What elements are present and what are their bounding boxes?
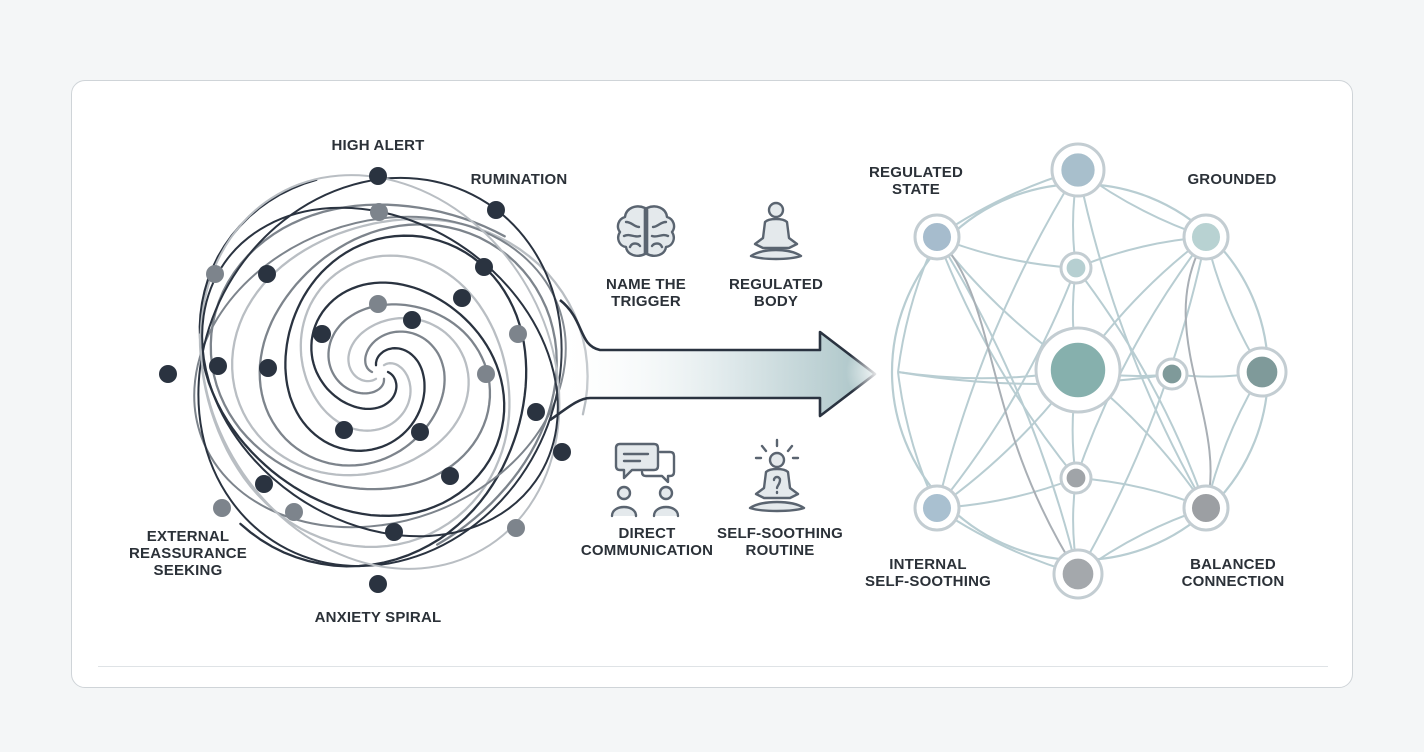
spiral-strand xyxy=(209,203,506,491)
network-edge xyxy=(1184,236,1212,509)
node-balanced-connection xyxy=(1190,492,1222,524)
spiral-node xyxy=(370,203,388,221)
spiral-loop xyxy=(201,206,559,538)
spiral-strand xyxy=(198,254,511,549)
label-regulated-body: REGULATED BODY xyxy=(728,276,824,310)
spiral-strand xyxy=(198,178,506,517)
label-high-alert: HIGH ALERT xyxy=(331,137,425,154)
spiral-node xyxy=(206,265,224,283)
node-right xyxy=(1245,355,1279,389)
network-edge xyxy=(897,371,1173,385)
node-grounded xyxy=(1190,221,1222,253)
label-name-the-trigger: NAME THE TRIGGER xyxy=(606,276,686,310)
label-internal-self-soothing: INTERNAL SELF-SOOTHING xyxy=(865,556,991,590)
spiral-node xyxy=(335,421,353,439)
network-edge xyxy=(1077,169,1207,509)
brain-icon xyxy=(616,205,676,257)
node-inner-right xyxy=(1161,363,1183,385)
spiral-loop xyxy=(197,176,563,568)
spiral-node xyxy=(527,403,545,421)
spiral-node xyxy=(487,201,505,219)
regulated-network-diagram xyxy=(890,142,1288,600)
node-inner-bottom xyxy=(1065,467,1087,489)
spiral-strand xyxy=(239,234,528,568)
spiral-node xyxy=(385,523,403,541)
transition-arrow xyxy=(549,298,914,422)
network-edge xyxy=(936,236,1079,575)
node-bottom xyxy=(1061,557,1095,591)
network-edge xyxy=(936,236,1077,479)
node-internal-self-soothing xyxy=(921,492,953,524)
label-grounded: GROUNDED xyxy=(1187,171,1277,188)
network-edge xyxy=(936,267,1077,509)
self-soothing-icon xyxy=(748,438,806,513)
spiral-node xyxy=(255,475,273,493)
network-edge xyxy=(936,236,1079,575)
spiral-node xyxy=(475,258,493,276)
label-self-soothing-routine: SELF-SOOTHING ROUTINE xyxy=(717,525,843,559)
spiral-node xyxy=(441,467,459,485)
spiral-node xyxy=(369,167,387,185)
spiral-node xyxy=(507,519,525,537)
spiral-strand xyxy=(258,223,558,546)
spiral-node xyxy=(209,357,227,375)
spiral-node xyxy=(509,325,527,343)
network-edge xyxy=(1075,267,1207,509)
spiral-node xyxy=(369,295,387,313)
spiral-node xyxy=(369,575,387,593)
spiral-node xyxy=(285,503,303,521)
label-rumination: RUMINATION xyxy=(470,171,568,188)
label-balanced-connection: BALANCED CONNECTION xyxy=(1181,556,1285,590)
node-inner-top xyxy=(1065,257,1087,279)
spiral-node xyxy=(213,499,231,517)
spiral-node xyxy=(477,365,495,383)
network-edge xyxy=(936,169,1079,509)
spiral-node xyxy=(553,443,571,461)
node-regulated-state xyxy=(921,221,953,253)
anxiety-spiral-diagram xyxy=(159,167,589,593)
node-top xyxy=(1060,152,1096,188)
chat-bubbles-icon xyxy=(610,442,680,518)
spiral-node xyxy=(411,423,429,441)
spiral-node xyxy=(159,365,177,383)
network-edge xyxy=(1077,236,1207,575)
spiral-node xyxy=(259,359,277,377)
label-regulated-state: REGULATED STATE xyxy=(868,164,964,198)
spiral-node xyxy=(453,289,471,307)
meditation-icon xyxy=(749,201,803,261)
label-anxiety-spiral: ANXIETY SPIRAL xyxy=(314,609,442,626)
spiral-loop xyxy=(199,174,561,570)
spiral-node xyxy=(313,325,331,343)
label-external-reassurance-seeking: EXTERNAL REASSURANCE SEEKING xyxy=(128,528,248,579)
spiral-loop xyxy=(193,215,567,529)
spiral-node xyxy=(403,311,421,329)
bottom-divider xyxy=(98,666,1328,667)
node-center xyxy=(1049,341,1107,399)
label-direct-communication: DIRECT COMMUNICATION xyxy=(580,525,714,559)
spiral-strand xyxy=(231,217,589,477)
spiral-node xyxy=(258,265,276,283)
